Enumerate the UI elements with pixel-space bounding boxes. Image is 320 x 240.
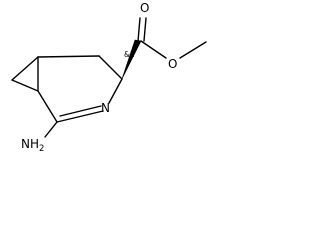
cyclopropane-bond-3 [11,79,39,92]
ring-bond-spiro-ch2 [37,55,100,58]
carbonyl-oxygen-label: O [140,1,149,15]
ring-bond-ch2-stereocenter [98,55,123,80]
stereo-descriptor-label: &1 [124,50,135,59]
amine-subscript-text: 2 [39,144,44,154]
amine-label: NH2 [21,137,44,154]
ester-bond-oxygen-methyl [179,41,207,59]
ring-bond-stereocenter-n [108,78,123,104]
ring-bond-spiro-amidine-carbon [37,90,58,123]
carbonyl-double-bond-inner [143,17,147,42]
ester-bond-carbonyl-oxygen [140,40,167,59]
cyclopropane-bond-1 [11,56,39,81]
carbonyl-double-bond-outer [137,17,141,42]
wedge-bond-stereocenter-carbonyl [121,39,142,80]
ring-nitrogen-label: N [101,101,110,115]
chemical-structure: O O N NH2 &1 [11,1,207,154]
ring-double-bond-cn-inner [59,105,102,117]
ester-oxygen-label: O [168,57,177,71]
ring-double-bond-cn-outer [56,110,104,123]
amine-nh-text: NH [21,137,39,151]
bond-amidine-carbon-amine [44,121,58,138]
